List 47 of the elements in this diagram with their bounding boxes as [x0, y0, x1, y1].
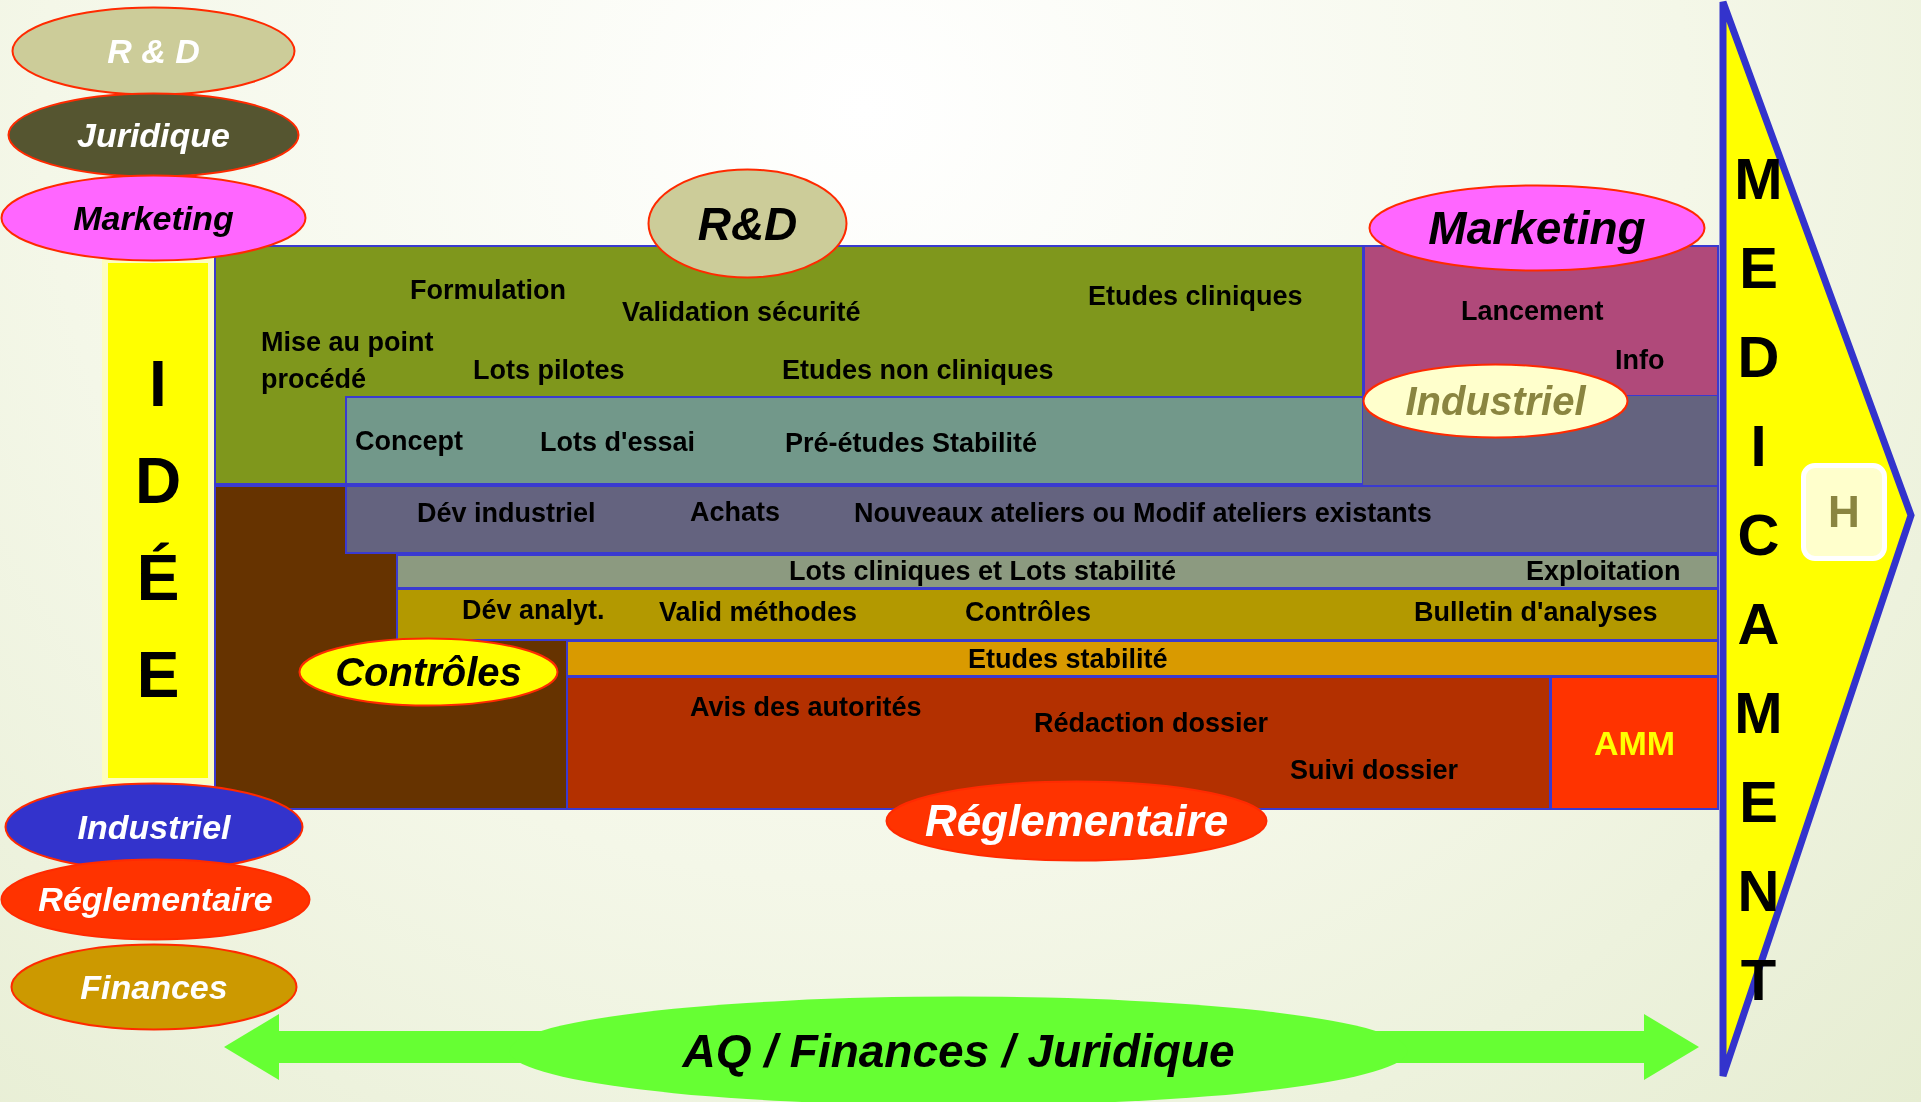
oval-label: Réglementaire	[38, 880, 273, 919]
band-text: Etudes non cliniques	[782, 354, 1054, 386]
band-panel	[1550, 676, 1717, 808]
band-panel	[396, 554, 1717, 589]
oval-label: Marketing	[73, 198, 234, 238]
band-text: Nouveaux ateliers ou Modif ateliers existants	[854, 497, 1432, 529]
band-text: Mise au point procédé	[261, 326, 435, 396]
band-panel	[345, 487, 1717, 554]
oval-label: Marketing	[1428, 201, 1646, 255]
band-text: Dév industriel	[417, 497, 596, 529]
band-text: Lancement	[1461, 295, 1604, 327]
oval-label: Finances	[80, 967, 228, 1007]
band-text: Rédaction dossier	[1034, 707, 1269, 739]
band-panel	[566, 640, 1717, 677]
band-text: Achats	[690, 496, 781, 528]
oval-label: R&D	[697, 196, 798, 251]
band-text: Dév analyt.	[462, 594, 605, 626]
oval-label: R & D	[107, 31, 200, 71]
oval-label: AQ / Finances / Juridique	[682, 1024, 1235, 1078]
square-label: H	[1828, 487, 1860, 537]
band-text: Contrôles	[965, 596, 1091, 628]
band-panel	[345, 396, 1362, 483]
oval-label: Juridique	[77, 115, 230, 155]
oval-label: Réglementaire	[924, 796, 1229, 846]
band-text: Formulation	[410, 274, 566, 306]
band-text: Valid méthodes	[659, 596, 858, 628]
oval-label: Contrôles	[335, 649, 522, 695]
band-text: Info	[1615, 344, 1665, 376]
band-panel	[396, 588, 1717, 641]
band-text: Concept	[355, 425, 463, 457]
band-text: Validation sécurité	[622, 296, 861, 328]
band-text: Lots cliniques et Lots stabilité	[789, 555, 1177, 587]
band-text: Exploitation	[1526, 555, 1681, 587]
vertical-text: IDÉE	[126, 348, 190, 736]
band-panel	[214, 245, 1364, 485]
band-text: AMM	[1593, 727, 1676, 759]
band-text: Etudes stabilité	[968, 643, 1168, 675]
band-text: Pré-études Stabilité	[785, 427, 1038, 459]
band-text: Avis des autorités	[690, 691, 922, 723]
oval-label: Industriel	[77, 807, 231, 847]
oval-label: Industriel	[1405, 378, 1586, 424]
vertical-text: MEDICAMENT	[1729, 146, 1787, 1036]
band-text: Lots d'essai	[540, 426, 695, 458]
band-text: Suivi dossier	[1290, 754, 1459, 786]
band-text: Bulletin d'analyses	[1414, 596, 1658, 628]
band-text: Etudes cliniques	[1088, 280, 1303, 312]
band-text: Lots pilotes	[473, 354, 625, 386]
